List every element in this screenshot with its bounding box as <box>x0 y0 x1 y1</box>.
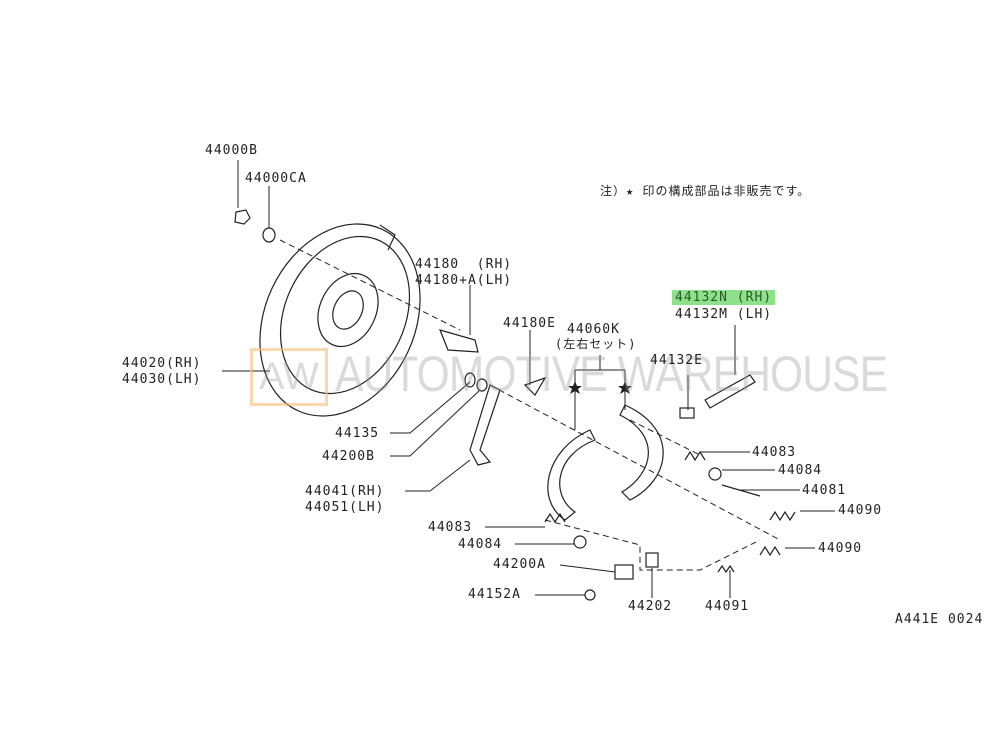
label-44135: 44135 <box>335 426 380 441</box>
label-44200B: 44200B <box>322 449 375 464</box>
spring-44083b <box>544 512 566 524</box>
adjuster-44132 <box>704 374 756 409</box>
nut-44000B <box>234 209 251 225</box>
cup-44084 <box>708 467 722 481</box>
label-44030: 44030(LH) <box>122 372 202 387</box>
pin-44081 <box>721 484 761 497</box>
washer-44135 <box>464 372 476 388</box>
label-44180-lh: 44180+A(LH) <box>415 273 513 288</box>
part-44200A <box>614 564 634 580</box>
label-44200A: 44200A <box>493 557 546 572</box>
label-44000B: 44000B <box>205 143 258 158</box>
lever-44041 <box>469 384 501 466</box>
label-44084-b: 44084 <box>458 537 503 552</box>
strut-44180E <box>523 376 547 396</box>
star-icon <box>568 381 582 394</box>
washer-44000CA <box>262 227 276 243</box>
watermark-text: AUTOMOTIVE WAREHOUSE <box>335 346 888 402</box>
label-44041: 44041(RH) <box>305 484 385 499</box>
cup-44084b <box>573 535 587 549</box>
washer-44200B <box>476 378 488 392</box>
label-44132E: 44132E <box>650 353 703 368</box>
diagram-code: A441E 0024 <box>895 612 984 627</box>
label-44060K-sub: (左右セット) <box>555 337 637 351</box>
part-44202 <box>645 552 659 568</box>
label-44081: 44081 <box>802 483 847 498</box>
label-44132N-highlighted[interactable]: 44132N (RH) <box>672 290 776 305</box>
backing-plate <box>259 223 421 417</box>
brake-shoe-right <box>619 404 664 501</box>
label-44091: 44091 <box>705 599 750 614</box>
cylinder-44180 <box>438 329 479 353</box>
label-44051: 44051(LH) <box>305 500 385 515</box>
label-44090-b: 44090 <box>818 541 863 556</box>
brake-shoe-left <box>547 429 596 521</box>
spring-44091 <box>717 564 735 574</box>
spring-44083 <box>684 450 706 462</box>
spring-44090b <box>759 545 781 557</box>
star-icon <box>618 381 632 394</box>
label-44090: 44090 <box>838 503 883 518</box>
label-44202: 44202 <box>628 599 673 614</box>
spring-44132E <box>679 407 695 419</box>
note-text: 注）★ 印の構成部品は非販売です。 <box>600 184 811 198</box>
label-44060K: 44060K <box>567 322 620 337</box>
label-44000CA: 44000CA <box>245 171 307 186</box>
label-44083-b: 44083 <box>428 520 473 535</box>
watermark-logo: AW <box>250 348 328 406</box>
label-44084: 44084 <box>778 463 823 478</box>
part-44152A <box>584 589 596 601</box>
label-44083: 44083 <box>752 445 797 460</box>
label-44180-rh: 44180 (RH) <box>415 257 513 272</box>
label-44152A: 44152A <box>468 587 521 602</box>
spring-44090 <box>769 510 796 522</box>
label-44020: 44020(RH) <box>122 356 202 371</box>
label-44132M: 44132M (LH) <box>675 307 773 322</box>
label-44180E: 44180E <box>503 316 556 331</box>
